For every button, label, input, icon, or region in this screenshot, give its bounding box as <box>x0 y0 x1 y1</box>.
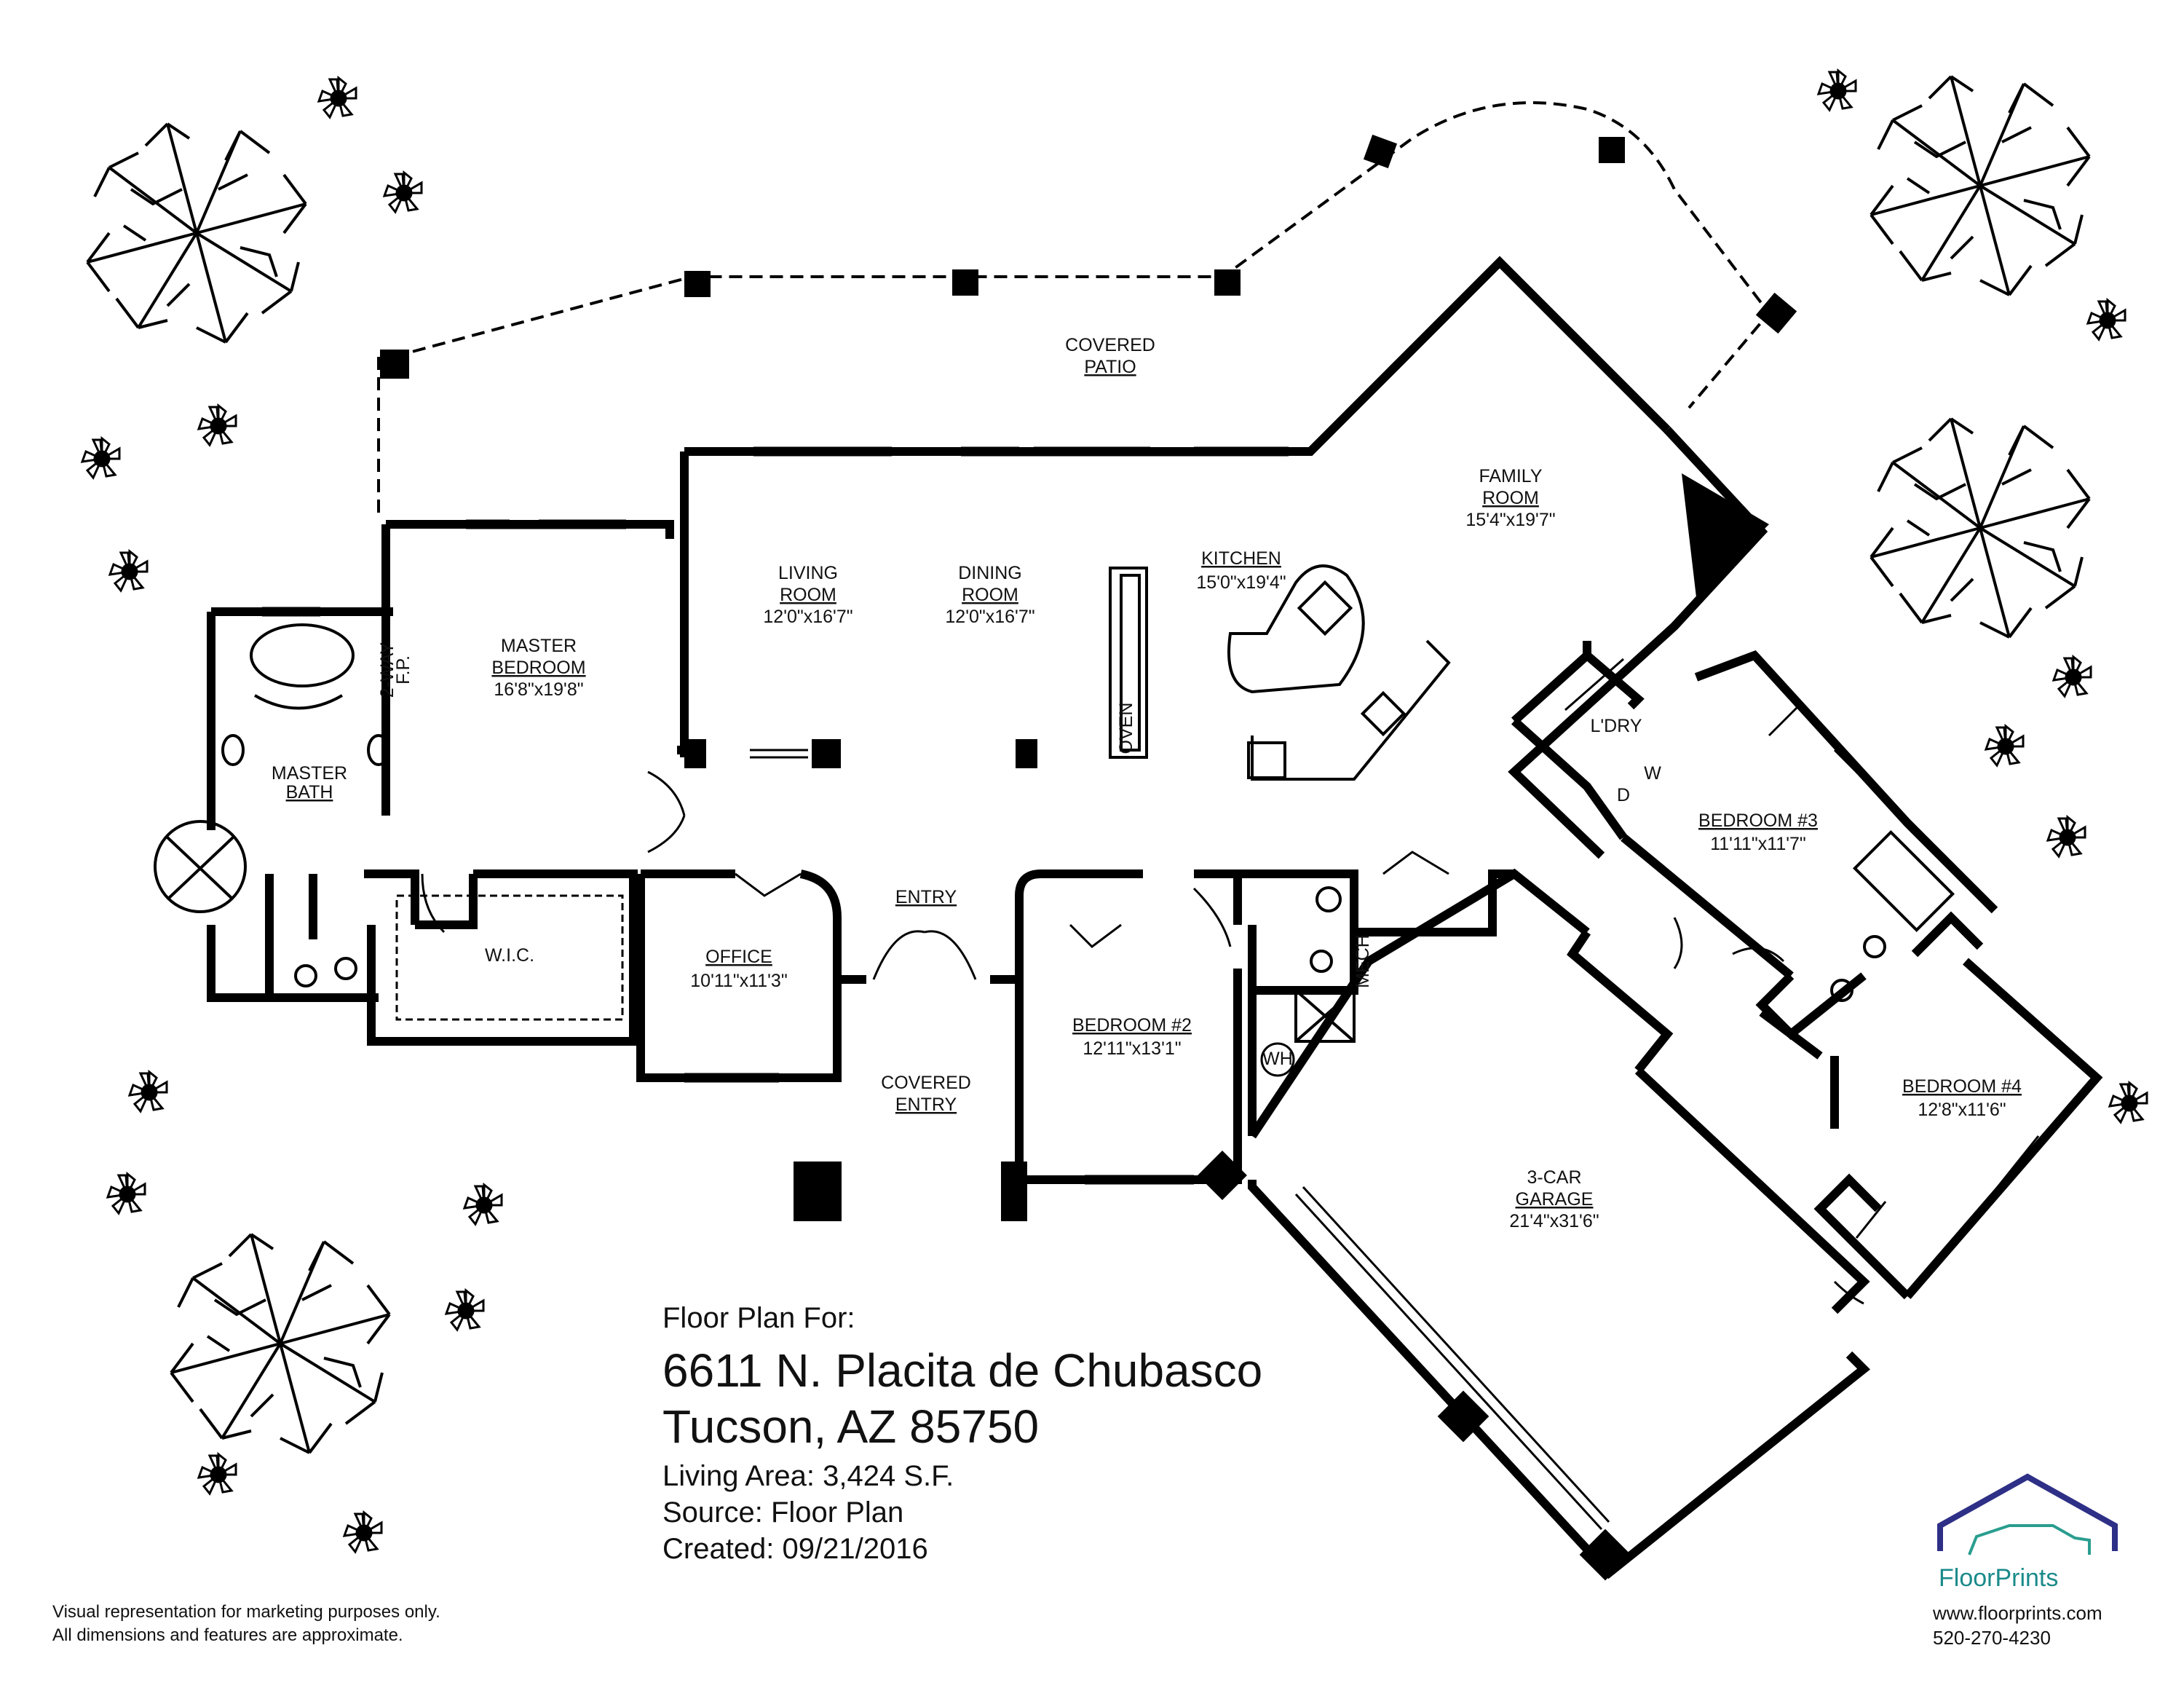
bath-fixtures <box>154 623 1955 1043</box>
oven-label: OVEN <box>1116 703 1136 754</box>
svg-text:3-CAR: 3-CAR <box>1527 1167 1581 1188</box>
water-heater-label: WH <box>1262 1049 1293 1069</box>
svg-text:BATH: BATH <box>286 782 333 802</box>
svg-text:COVERED: COVERED <box>881 1073 971 1093</box>
room-master-bedroom: MASTER BEDROOM 16'8"x19'8" <box>491 636 585 700</box>
svg-text:10'11"x11'3": 10'11"x11'3" <box>690 971 787 991</box>
svg-text:PATIO: PATIO <box>1084 357 1136 377</box>
washer-label: W <box>1644 763 1661 784</box>
address-line-1: 6611 N. Placita de Chubasco <box>662 1344 1263 1397</box>
svg-text:21'4"x31'6": 21'4"x31'6" <box>1509 1211 1599 1231</box>
fireplace-label-1: 2-WAY <box>377 642 397 698</box>
room-bedroom-2: BEDROOM #2 12'11"x13'1" <box>1072 1015 1192 1059</box>
svg-text:11'11"x11'7": 11'11"x11'7" <box>1710 834 1806 854</box>
svg-text:BEDROOM #2: BEDROOM #2 <box>1072 1015 1192 1036</box>
car-icon <box>1968 1524 2091 1555</box>
svg-text:W.I.C.: W.I.C. <box>485 945 534 966</box>
room-garage: 3-CAR GARAGE 21'4"x31'6" <box>1509 1167 1599 1231</box>
svg-text:ROOM: ROOM <box>1482 488 1539 508</box>
plan-for-label: Floor Plan For: <box>662 1302 855 1334</box>
source: Source: Floor Plan <box>662 1496 904 1529</box>
created-date: Created: 09/21/2016 <box>662 1533 928 1565</box>
svg-text:MASTER: MASTER <box>501 636 577 656</box>
water-heater-icon <box>1260 1042 1295 1077</box>
fixture-labels: 2-WAY F.P. OVEN MECH WH W D <box>377 642 1661 1077</box>
svg-text:FAMILY: FAMILY <box>1479 466 1542 486</box>
svg-text:12'8"x11'6": 12'8"x11'6" <box>1918 1100 2006 1120</box>
shrubs <box>81 69 2148 1553</box>
mech-label: MECH <box>1353 934 1373 988</box>
svg-text:ENTRY: ENTRY <box>895 1095 957 1115</box>
kitchen-fixtures <box>1109 564 1451 781</box>
dryer-label: D <box>1617 785 1630 805</box>
patio-columns <box>380 134 1797 379</box>
svg-text:OFFICE: OFFICE <box>705 947 772 967</box>
disclaimer-line-1: Visual representation for marketing purp… <box>52 1602 440 1622</box>
house-roof-icon <box>1937 1473 2118 1551</box>
disclaimer-line-2: All dimensions and features are approxim… <box>52 1625 403 1645</box>
svg-text:12'0"x16'7": 12'0"x16'7" <box>763 607 852 627</box>
svg-text:15'4"x19'7": 15'4"x19'7" <box>1465 510 1555 530</box>
columns <box>684 473 1769 1581</box>
svg-text:KITCHEN: KITCHEN <box>1201 548 1281 569</box>
room-labels: COVERED PATIO FAMILY ROOM 15'4"x19'7" LI… <box>272 335 2022 1231</box>
svg-text:COVERED: COVERED <box>1065 335 1155 355</box>
room-bedroom-3: BEDROOM #3 11'11"x11'7" <box>1698 811 1818 854</box>
svg-text:GARAGE: GARAGE <box>1516 1189 1594 1210</box>
windows <box>262 275 2040 1531</box>
room-entry: ENTRY <box>895 887 957 907</box>
svg-text:BEDROOM #4: BEDROOM #4 <box>1902 1076 2022 1097</box>
fireplace-label-2: F.P. <box>393 655 414 685</box>
svg-text:BEDROOM: BEDROOM <box>491 658 585 678</box>
living-area: Living Area: 3,424 S.F. <box>662 1460 954 1492</box>
room-kitchen: KITCHEN 15'0"x19'4" <box>1196 548 1286 593</box>
svg-text:12'11"x13'1": 12'11"x13'1" <box>1083 1038 1181 1059</box>
svg-text:ENTRY: ENTRY <box>895 887 957 907</box>
room-family: FAMILY ROOM 15'4"x19'7" <box>1465 466 1555 530</box>
patio-outline <box>377 101 1771 517</box>
svg-text:15'0"x19'4": 15'0"x19'4" <box>1196 572 1286 593</box>
room-bedroom-4: BEDROOM #4 12'8"x11'6" <box>1902 1076 2022 1120</box>
room-laundry: L'DRY <box>1590 716 1642 736</box>
floorprints-logo-icon <box>1937 1473 2118 1555</box>
svg-text:L'DRY: L'DRY <box>1590 716 1642 736</box>
svg-text:16'8"x19'8": 16'8"x19'8" <box>494 679 583 700</box>
brand-name: FloorPrints <box>1939 1564 2059 1592</box>
svg-text:MASTER: MASTER <box>272 763 347 784</box>
brand-website[interactable]: www.floorprints.com <box>1933 1602 2102 1624</box>
svg-text:DINING: DINING <box>958 563 1022 583</box>
room-living: LIVING ROOM 12'0"x16'7" <box>763 563 852 627</box>
address-line-2: Tucson, AZ 85750 <box>662 1400 1040 1453</box>
svg-text:ROOM: ROOM <box>780 585 836 605</box>
room-dining: DINING ROOM 12'0"x16'7" <box>945 563 1034 627</box>
brand-phone: 520-270-4230 <box>1933 1627 2051 1649</box>
svg-text:LIVING: LIVING <box>778 563 838 583</box>
room-office: OFFICE 10'11"x11'3" <box>690 947 787 991</box>
room-covered-patio: COVERED PATIO <box>1065 335 1155 377</box>
svg-text:12'0"x16'7": 12'0"x16'7" <box>945 607 1034 627</box>
svg-text:ROOM: ROOM <box>962 585 1018 605</box>
svg-text:BEDROOM #3: BEDROOM #3 <box>1698 811 1818 831</box>
doors <box>421 705 1887 1305</box>
room-wic: W.I.C. <box>485 945 534 966</box>
room-covered-entry: COVERED ENTRY <box>881 1073 971 1115</box>
room-master-bath: MASTER BATH <box>272 763 347 802</box>
